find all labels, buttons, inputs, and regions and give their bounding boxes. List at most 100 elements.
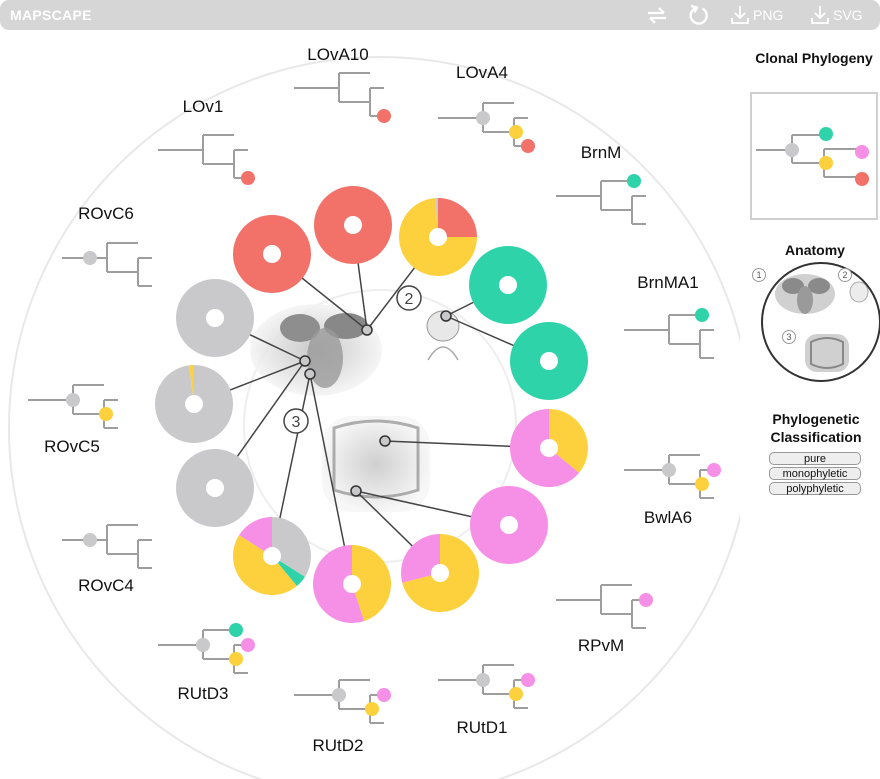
sample-label[interactable]: LOvA4 [456,63,508,82]
pie-slice[interactable] [400,534,440,583]
sample-phylogeny-rovc5[interactable]: ROvC5 [28,384,118,456]
anatomy-legend-marker-2[interactable]: 2 [838,268,852,282]
anatomic-location-ovR[interactable] [361,324,373,336]
phylogeny-node-grey[interactable] [332,688,346,702]
download-png-button[interactable]: PNG [730,4,783,26]
sample-pie-rutd2[interactable] [312,545,391,624]
sample-phylogeny-lova10[interactable]: LOvA10 [294,45,391,123]
pie-slice[interactable] [549,409,588,473]
phylogeny-node-pink[interactable] [707,463,721,477]
sample-label[interactable]: LOvA10 [307,45,368,64]
phylogeny-node-yellow[interactable] [509,687,523,701]
pie-slice[interactable] [233,535,297,595]
sample-label[interactable]: ROvC6 [78,204,134,223]
phylogeny-node-pink[interactable] [639,593,653,607]
sample-pie-rutd3[interactable] [233,517,311,595]
sample-phylogeny-rpvm[interactable]: RPvM [556,584,653,655]
sample-pie-lov1[interactable] [233,215,311,293]
pie-slice[interactable] [352,545,391,622]
phylogeny-node-red[interactable] [241,171,255,185]
anatomic-location-brain[interactable] [440,310,452,322]
classification-pure-button[interactable]: pure [769,452,861,465]
sample-pie-rpvm[interactable] [470,486,548,564]
reset-button[interactable] [688,4,710,26]
legend-node-yellow[interactable] [819,156,833,170]
classification-monophyletic-button[interactable]: monophyletic [769,467,861,480]
sample-label[interactable]: RUtD2 [312,736,363,755]
phylogeny-node-yellow[interactable] [509,125,523,139]
sample-label[interactable]: ROvC4 [78,576,134,595]
sample-label[interactable]: BwlA6 [644,508,692,527]
sample-label[interactable]: RPvM [578,636,624,655]
sample-pie-lova10[interactable] [314,186,392,264]
phylogeny-node-grey[interactable] [476,673,490,687]
pie-slice[interactable] [312,545,365,624]
phylogeny-node-red[interactable] [521,139,535,153]
sample-pie-brnma1[interactable] [510,322,588,400]
phylogeny-node-teal[interactable] [229,623,243,637]
pie-slice[interactable] [272,517,311,577]
sample-label[interactable]: LOv1 [183,97,224,116]
anatomic-location-ovL[interactable] [299,355,311,367]
sample-phylogeny-rovc6[interactable]: ROvC6 [62,204,152,287]
phylogeny-node-teal[interactable] [627,174,641,188]
sample-phylogeny-rutd1[interactable]: RUtD1 [438,664,535,737]
phylogeny-node-pink[interactable] [521,673,535,687]
phylogeny-node-grey[interactable] [196,638,210,652]
sample-pie-brnm[interactable] [469,246,547,324]
sample-pie-lova4[interactable] [399,198,477,276]
anatomic-location-ut[interactable] [350,485,362,497]
legend-node-teal[interactable] [819,127,833,141]
sample-phylogeny-brnm[interactable]: BrnM [556,143,646,225]
sample-pie-rovc4[interactable] [176,449,254,527]
switch-view-button[interactable] [646,4,668,26]
anatomy-legend[interactable] [761,262,880,382]
phylogeny-node-pink[interactable] [241,638,255,652]
sample-phylogeny-lova4[interactable]: LOvA4 [438,63,535,153]
legend-node-grey[interactable] [785,143,799,157]
phylogeny-node-pink[interactable] [377,688,391,702]
phylogeny-node-grey[interactable] [476,111,490,125]
sample-phylogeny-lov1[interactable]: LOv1 [158,97,255,185]
legend-node-red[interactable] [855,172,869,186]
anatomy-marker-2[interactable]: 2 [396,285,422,311]
anatomy-marker-3[interactable]: 3 [283,408,309,434]
anatomy-legend-marker-3[interactable]: 3 [782,330,796,344]
sample-pie-rovc5[interactable] [154,365,233,444]
phylogeny-node-grey[interactable] [662,463,676,477]
pie-slice[interactable] [438,198,477,237]
sample-phylogeny-rutd3[interactable]: RUtD3 [158,623,255,703]
anatomic-location-ovL2[interactable] [304,368,316,380]
phylogeny-node-grey[interactable] [83,251,97,265]
phylogeny-node-grey[interactable] [66,393,80,407]
legend-node-pink[interactable] [855,145,869,159]
pie-slice[interactable] [272,556,305,587]
pie-slice[interactable] [435,198,438,237]
sample-label[interactable]: RUtD3 [177,684,228,703]
pie-slice[interactable] [239,517,272,556]
sample-label[interactable]: BrnM [581,143,622,162]
phylogeny-node-yellow[interactable] [229,652,243,666]
pie-slice[interactable] [189,365,194,404]
phylogeny-node-yellow[interactable] [99,407,113,421]
sample-label[interactable]: ROvC5 [44,437,100,456]
sample-label[interactable]: BrnMA1 [637,273,698,292]
anatomy-legend-marker-1[interactable]: 1 [752,268,766,282]
sample-phylogeny-rovc4[interactable]: ROvC4 [62,524,152,595]
phylogeny-node-yellow[interactable] [365,702,379,716]
sample-phylogeny-brnma1[interactable]: BrnMA1 [624,273,714,359]
sample-pie-rutd1[interactable] [400,534,479,613]
anatomic-location-bwl[interactable] [379,435,391,447]
download-svg-button[interactable]: SVG [810,4,863,26]
sample-phylogeny-bwla6[interactable]: BwlA6 [624,454,721,527]
sample-phylogeny-rutd2[interactable]: RUtD2 [294,679,391,755]
classification-polyphyletic-button[interactable]: polyphyletic [769,482,861,495]
phylogeny-node-yellow[interactable] [695,477,709,491]
phylogeny-node-grey[interactable] [83,533,97,547]
sample-pie-bwla6[interactable] [509,409,588,488]
clonal-phylogeny-legend[interactable] [750,92,878,220]
sample-label[interactable]: RUtD1 [456,718,507,737]
sample-pie-rovc6[interactable] [176,279,254,357]
phylogeny-node-red[interactable] [377,109,391,123]
phylogeny-node-teal[interactable] [695,308,709,322]
